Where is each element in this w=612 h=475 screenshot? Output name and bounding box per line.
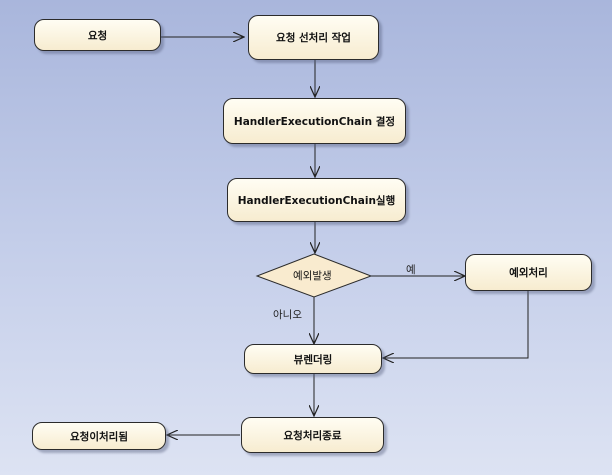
decision-label: 예외발생 [293,270,332,282]
node-run-chain[interactable]: HandlerExecutionChain실행 [227,178,406,222]
node-request[interactable]: 요청 [34,19,161,51]
edge-label-no: 아니오 [273,309,302,321]
node-preprocess[interactable]: 요청 선처리 작업 [248,15,379,60]
node-view-rendering[interactable]: 뷰렌더링 [244,344,382,374]
edge-exception-to-rendering [383,291,529,358]
node-exception-handling[interactable]: 예외처리 [465,254,592,291]
node-decide-chain[interactable]: HandlerExecutionChain 결정 [223,98,406,144]
edge-label-yes: 예 [406,264,416,276]
node-request-end[interactable]: 요청처리종료 [241,417,384,453]
node-request-done[interactable]: 요청이처리됨 [32,422,166,450]
